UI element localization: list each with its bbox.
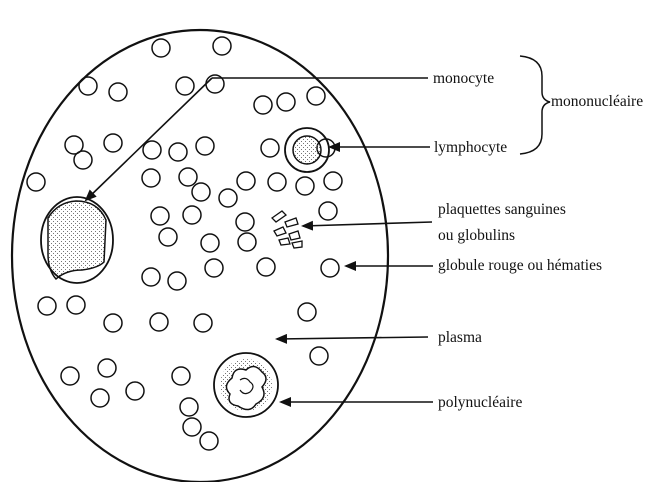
red-blood-cell bbox=[152, 39, 170, 57]
red-blood-cell bbox=[104, 134, 122, 152]
red-blood-cell bbox=[238, 233, 256, 251]
red-blood-cell bbox=[298, 303, 316, 321]
red-blood-cell bbox=[38, 297, 56, 315]
red-blood-cell bbox=[307, 87, 325, 105]
red-blood-cell bbox=[67, 296, 85, 314]
red-blood-cell bbox=[201, 234, 219, 252]
red-blood-cell bbox=[254, 96, 272, 114]
red-blood-cell bbox=[192, 183, 210, 201]
red-blood-cell bbox=[205, 259, 223, 277]
red-blood-cell bbox=[183, 206, 201, 224]
label-plaquettes-line2: ou globulins bbox=[438, 227, 515, 244]
red-blood-cell bbox=[126, 382, 144, 400]
red-blood-cell bbox=[194, 314, 212, 332]
red-blood-cell bbox=[268, 173, 286, 191]
label-globule-rouge: globule rouge ou hématies bbox=[438, 257, 602, 274]
red-blood-cell bbox=[142, 169, 160, 187]
red-blood-cell bbox=[61, 367, 79, 385]
polynuclear-cell bbox=[214, 353, 278, 417]
red-blood-cell bbox=[296, 177, 314, 195]
red-blood-cell bbox=[277, 93, 295, 111]
red-blood-cell bbox=[168, 272, 186, 290]
red-blood-cell bbox=[321, 259, 339, 277]
red-blood-cell bbox=[257, 258, 275, 276]
red-blood-cell bbox=[27, 173, 45, 191]
red-blood-cell bbox=[324, 172, 342, 190]
lymphocyte-cell bbox=[285, 128, 329, 172]
monocyte-cell bbox=[41, 197, 113, 283]
red-blood-cell bbox=[150, 313, 168, 331]
red-blood-cell bbox=[237, 172, 255, 190]
red-blood-cell bbox=[79, 77, 97, 95]
red-blood-cell bbox=[319, 202, 337, 220]
red-blood-cell bbox=[310, 347, 328, 365]
red-blood-cell bbox=[176, 77, 194, 95]
red-blood-cell bbox=[183, 418, 201, 436]
callout-lines bbox=[86, 78, 433, 402]
red-blood-cell bbox=[74, 151, 92, 169]
red-blood-cell bbox=[213, 37, 231, 55]
red-blood-cell bbox=[169, 143, 187, 161]
label-monocyte: monocyte bbox=[433, 70, 494, 87]
red-blood-cell bbox=[219, 189, 237, 207]
red-blood-cell bbox=[104, 314, 122, 332]
red-blood-cell bbox=[200, 432, 218, 450]
red-blood-cell bbox=[180, 398, 198, 416]
red-blood-cell bbox=[179, 168, 197, 186]
red-blood-cell bbox=[196, 137, 214, 155]
red-blood-cell bbox=[109, 83, 127, 101]
red-blood-cell bbox=[261, 139, 279, 157]
red-blood-cell bbox=[142, 268, 160, 286]
platelets-cluster bbox=[272, 211, 302, 248]
mononuclear-brace bbox=[520, 56, 550, 154]
label-plaquettes-line1: plaquettes sanguines bbox=[438, 201, 566, 218]
red-blood-cell bbox=[236, 213, 254, 231]
red-blood-cell bbox=[91, 389, 109, 407]
label-lymphocyte: lymphocyte bbox=[434, 139, 507, 156]
label-plasma: plasma bbox=[438, 329, 482, 346]
red-blood-cell bbox=[172, 367, 190, 385]
label-mononucleaire: mononucléaire bbox=[551, 93, 643, 110]
red-blood-cell bbox=[143, 141, 161, 159]
red-blood-cell bbox=[98, 359, 116, 377]
red-blood-cell bbox=[151, 207, 169, 225]
label-polynucleaire: polynucléaire bbox=[438, 394, 522, 411]
red-blood-cell bbox=[159, 228, 177, 246]
